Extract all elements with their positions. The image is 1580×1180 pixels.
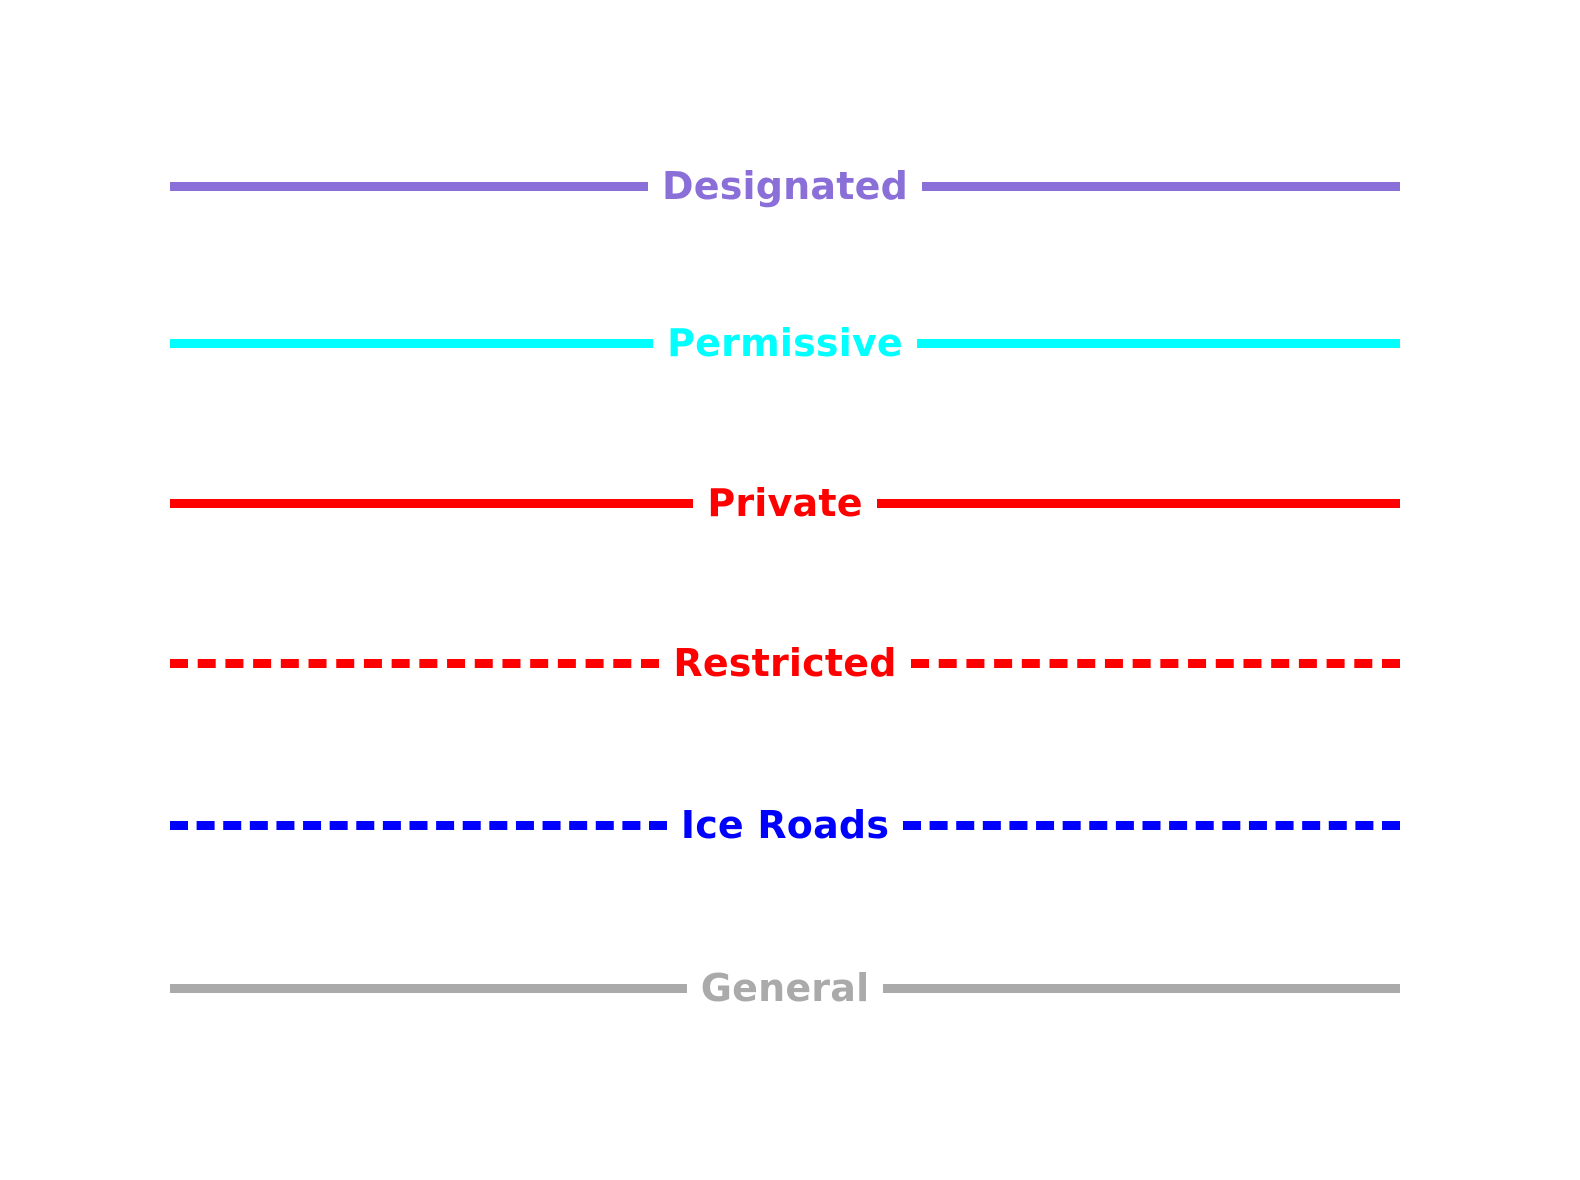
legend-entry-restricted: Restricted [170,633,1400,693]
legend-line-right-general [883,983,1401,993]
legend-line-right-permissive [916,338,1401,348]
legend-entry-private: Private [170,473,1400,533]
legend-label-designated: Designated [662,164,908,208]
legend-label-ice-roads: Ice Roads [680,803,890,847]
legend-line-left-general [170,983,687,993]
legend-line-right-designated [922,181,1400,191]
legend-entry-permissive: Permissive [170,313,1401,373]
legend-label-restricted: Restricted [673,641,897,685]
legend-line-left-private [170,498,694,508]
legend-line-left-restricted [170,658,660,668]
legend-entry-ice-roads: Ice Roads [170,795,1401,855]
legend-line-left-ice-roads [170,820,667,830]
legend-label-permissive: Permissive [667,321,903,365]
legend-entry-general: General [170,958,1401,1018]
legend-line-left-designated [170,181,648,191]
legend-line-left-permissive [170,338,654,348]
legend-label-general: General [700,966,870,1010]
legend-entry-designated: Designated [170,156,1400,216]
legend-line-right-ice-roads [903,820,1401,830]
legend-line-right-restricted [910,658,1400,668]
legend-label-private: Private [707,481,863,525]
legend-line-right-private [876,498,1400,508]
